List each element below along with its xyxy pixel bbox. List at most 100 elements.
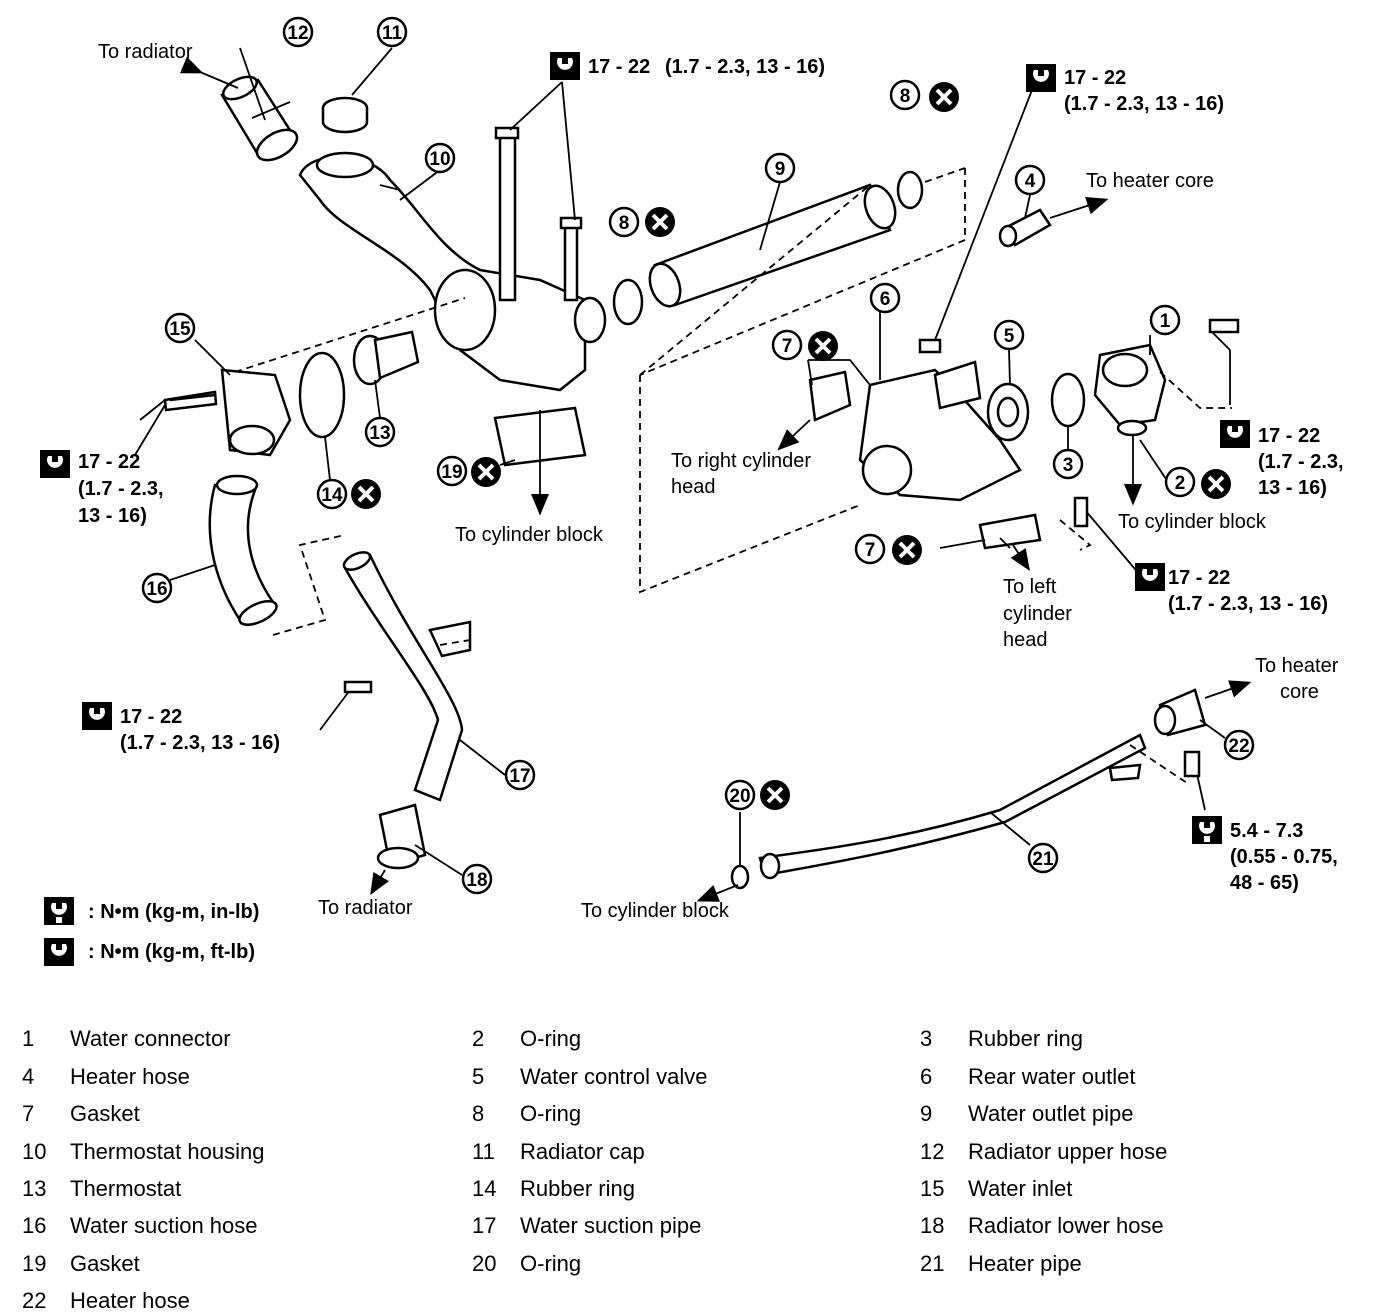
svg-text:13 - 16): 13 - 16): [78, 505, 147, 527]
label-head-left: head: [1003, 629, 1048, 651]
heater-pipe-part: [758, 733, 1147, 880]
rubber-ring-3-part: [1050, 372, 1086, 428]
label-core: core: [1280, 681, 1319, 703]
svg-text:2: 2: [1175, 473, 1186, 494]
callout-15: 15: [164, 312, 196, 344]
callout-4: 4: [1014, 164, 1046, 196]
svg-text:17 - 22: 17 - 22: [78, 451, 140, 473]
callout-8a: 8: [608, 206, 640, 238]
replace-icon: [349, 477, 383, 511]
callout-14: 14: [316, 478, 348, 510]
svg-text:21: 21: [1032, 849, 1054, 870]
torque-spec-top-center: 17 - 22 (1.7 - 2.3, 13 - 16): [550, 52, 825, 80]
thermostat-housing-part: [298, 151, 607, 392]
svg-text:: N•m (kg-m, in-lb): : N•m (kg-m, in-lb): [88, 901, 259, 923]
svg-text:19: 19: [441, 462, 462, 483]
label-to-left: To left: [1003, 576, 1057, 598]
svg-text:10: 10: [429, 149, 450, 170]
callout-6: 6: [869, 282, 901, 314]
radiator-cap-part: [321, 96, 369, 134]
svg-text:17 - 22: 17 - 22: [120, 706, 182, 728]
svg-text:48 - 65): 48 - 65): [1230, 872, 1299, 894]
torque-spec-heater-pipe: 5.4 - 7.3 (0.55 - 0.75, 48 - 65): [1192, 816, 1338, 894]
torque-spec-suction-pipe: 17 - 22 (1.7 - 2.3, 13 - 16): [82, 702, 280, 754]
replace-icon: [469, 455, 503, 489]
heater-hose-4-part: [998, 197, 1109, 248]
svg-text:5.4 - 7.3: 5.4 - 7.3: [1230, 820, 1303, 842]
label-to-cylinder-block-20: To cylinder block: [581, 900, 730, 922]
label-head-right: head: [671, 476, 716, 498]
svg-text:22: 22: [1228, 736, 1249, 757]
rubber-ring-part: [298, 351, 346, 439]
svg-text:12: 12: [287, 23, 308, 44]
gasket-7-lower-part: [978, 513, 1042, 550]
water-connector-part: [1093, 343, 1167, 437]
svg-text:9: 9: [775, 159, 786, 180]
svg-text:20: 20: [729, 786, 750, 807]
svg-text:11: 11: [382, 23, 403, 44]
svg-text:16: 16: [146, 579, 167, 600]
svg-text:(1.7 - 2.3, 13 - 16): (1.7 - 2.3, 13 - 16): [120, 732, 280, 754]
svg-text:(1.7 - 2.3, 13 - 16): (1.7 - 2.3, 13 - 16): [665, 56, 825, 78]
callout-16: 16: [141, 572, 173, 604]
thermostat-part: [352, 330, 420, 386]
svg-text:17 - 22: 17 - 22: [1168, 567, 1230, 589]
label-to-cylinder-block-2: To cylinder block: [1118, 511, 1267, 533]
svg-text:17: 17: [509, 766, 530, 787]
heater-hose-22-part: [1153, 680, 1252, 737]
callout-7a: 7: [771, 329, 803, 361]
svg-text:17 - 22: 17 - 22: [588, 56, 650, 78]
callout-10: 10: [424, 142, 456, 174]
water-control-valve-part: [986, 382, 1030, 442]
svg-text:14: 14: [321, 485, 343, 506]
svg-text:17 - 22: 17 - 22: [1258, 425, 1320, 447]
callout-3: 3: [1052, 448, 1084, 480]
replace-icon: [1199, 467, 1233, 501]
svg-text:4: 4: [1025, 171, 1036, 192]
svg-text:13: 13: [369, 423, 390, 444]
callout-8b: 8: [889, 79, 921, 111]
callout-21: 21: [1027, 842, 1059, 874]
svg-text:(1.7 - 2.3,: (1.7 - 2.3,: [78, 478, 164, 500]
label-to-cylinder-block-19: To cylinder block: [455, 524, 604, 546]
water-outlet-pipe-part: [648, 183, 897, 308]
callout-12: 12: [282, 16, 314, 48]
bolts-thermostat-housing: [494, 126, 583, 302]
svg-text:8: 8: [619, 213, 630, 234]
o-ring-left-part: [612, 278, 644, 326]
radiator-upper-hose-part: [179, 56, 299, 162]
callout-9: 9: [764, 152, 796, 184]
svg-text:18: 18: [466, 870, 487, 891]
callout-5: 5: [993, 319, 1025, 351]
rear-water-outlet-part: [858, 360, 1022, 502]
radiator-lower-hose-part: [370, 803, 427, 896]
svg-text:13 - 16): 13 - 16): [1258, 477, 1327, 499]
o-ring-right-part: [896, 170, 924, 210]
replace-icon: [643, 205, 677, 239]
label-to-heater-core: To heater core: [1086, 170, 1214, 192]
replace-icon: [758, 778, 792, 812]
replace-icon: [806, 329, 840, 363]
svg-text:(1.7 - 2.3, 13 - 16): (1.7 - 2.3, 13 - 16): [1168, 593, 1328, 615]
water-suction-pipe-part: [342, 551, 472, 802]
callout-13: 13: [364, 416, 396, 448]
callout-2: 2: [1164, 466, 1196, 498]
svg-text:3: 3: [1063, 455, 1074, 476]
callout-11: 11: [376, 16, 408, 48]
svg-text:(1.7 - 2.3, 13 - 16): (1.7 - 2.3, 13 - 16): [1064, 93, 1224, 115]
svg-text:(0.55 - 0.75,: (0.55 - 0.75,: [1230, 846, 1338, 868]
svg-text:17 - 22: 17 - 22: [1064, 67, 1126, 89]
torque-spec-rear-outlet: 17 - 22 (1.7 - 2.3, 13 - 16): [1135, 563, 1328, 615]
water-suction-hose-part: [208, 474, 278, 626]
torque-spec-water-connector: 17 - 22 (1.7 - 2.3, 13 - 16): [1220, 420, 1344, 499]
water-inlet-part: [163, 368, 292, 457]
callout-17: 17: [504, 759, 536, 791]
label-to-radiator-lower: To radiator: [318, 897, 413, 919]
svg-text:: N•m (kg-m, ft-lb): : N•m (kg-m, ft-lb): [88, 941, 255, 963]
unit-key-in-lb: : N•m (kg-m, in-lb): [44, 897, 259, 925]
callout-1: 1: [1149, 304, 1181, 336]
torque-spec-top-right: 17 - 22 (1.7 - 2.3, 13 - 16): [1026, 64, 1224, 115]
torque-spec-left: 17 - 22 (1.7 - 2.3, 13 - 16): [40, 450, 164, 527]
label-to-heater: To heater: [1255, 655, 1339, 677]
